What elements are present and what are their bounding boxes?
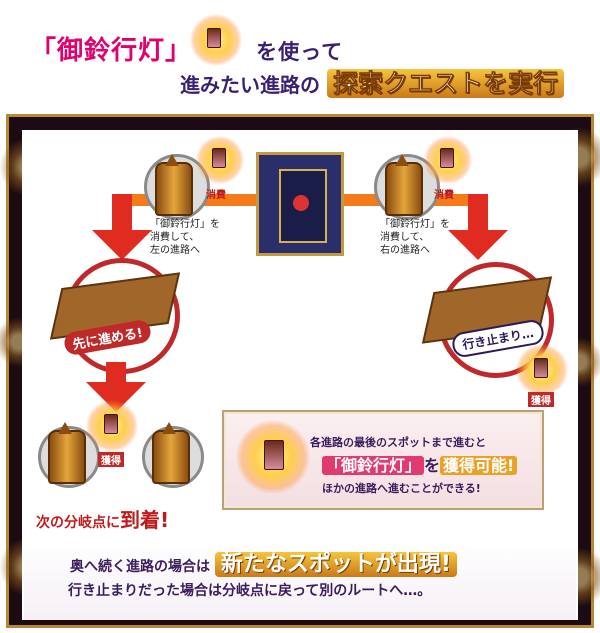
consume-label: 消費 (206, 190, 226, 201)
lantern-icon (534, 358, 548, 378)
info-line-3: ほかの進路へ進むことができる! (322, 482, 481, 495)
bottom-line-1: 奥へ続く進路の場合は 新たなスポットが出現! (70, 546, 457, 578)
gate-image (256, 152, 344, 256)
stone-lantern-icon (155, 162, 193, 216)
obtain-label: 獲得 (98, 452, 124, 467)
info-line-1: 各進路の最後のスポットまで進むと (310, 436, 486, 449)
consume-label: 消費 (434, 190, 454, 201)
header-highlight: 探索クエストを実行 (326, 69, 564, 98)
bottom-line-2: 行き止まりだった場合は分岐点に戻って別のルートへ…。 (68, 583, 432, 599)
lantern-icon (207, 28, 221, 48)
lantern-icon (104, 414, 118, 434)
arrow-down-left (112, 194, 132, 234)
right-desc: 「御鈴行灯」を 消費して、 右の進路へ (380, 219, 450, 256)
header-text: を使って (256, 40, 344, 64)
stone-lantern-icon (152, 430, 190, 484)
lantern-icon (212, 148, 226, 168)
stone-lantern-icon (385, 162, 423, 216)
info-line-2: 「御鈴行灯」を獲得可能! (322, 452, 518, 476)
item-name: 「御鈴行灯」 (30, 36, 193, 66)
arrow-head-icon (448, 230, 508, 260)
obtain-label: 獲得 (528, 392, 554, 407)
arrow-down-left-2 (106, 362, 126, 386)
lantern-icon (440, 148, 454, 168)
left-desc: 「御鈴行灯」を 消費して、 左の進路へ (150, 219, 220, 256)
arrow-down-right (468, 194, 488, 234)
header-line-2: 進みたい進路の 探索クエストを実行 (180, 64, 564, 100)
arrow-head-icon (92, 230, 152, 260)
header-line-1: 「御鈴行灯」 を使って (30, 30, 343, 67)
arrival-text: 次の分岐点に到着! (36, 508, 170, 532)
lantern-icon (264, 440, 284, 470)
stone-lantern-icon (48, 430, 86, 484)
header-text: 進みたい進路の (180, 73, 320, 97)
